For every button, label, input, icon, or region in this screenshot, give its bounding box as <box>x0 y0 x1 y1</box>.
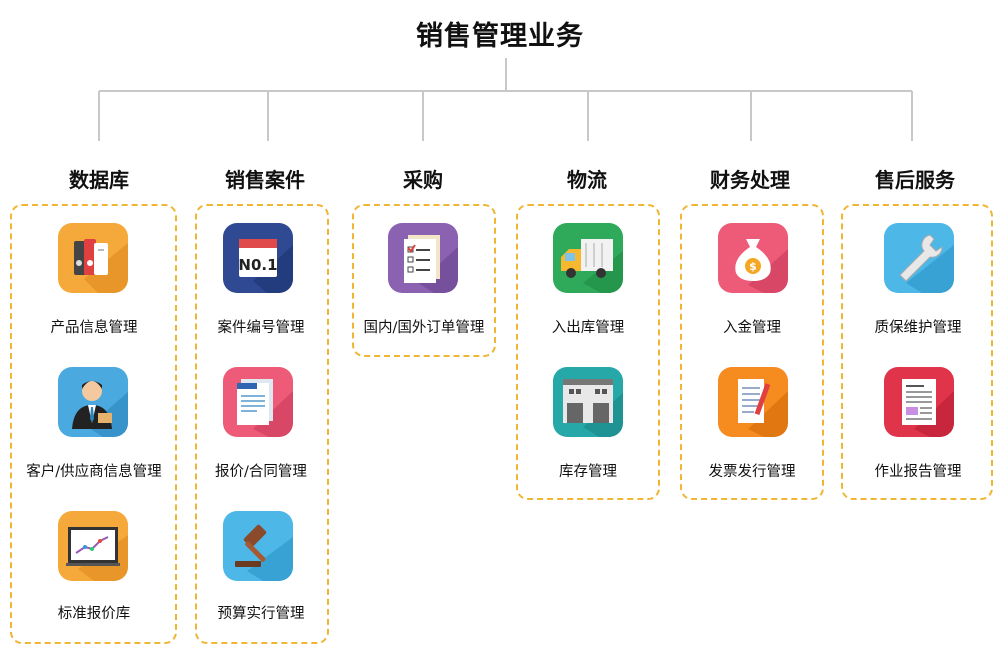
checklist-icon[interactable] <box>388 223 458 293</box>
item-label-case-number: 案件编号管理 <box>217 320 305 336</box>
group-sales-cases <box>195 204 329 644</box>
no1-calendar-icon[interactable]: N0.1 <box>223 223 293 293</box>
wrench-icon[interactable] <box>884 223 954 293</box>
warehouse-icon[interactable] <box>553 367 623 437</box>
page-title: 销售管理业务 <box>416 21 584 52</box>
item-label-product-info: 产品信息管理 <box>50 320 138 336</box>
group-after-sales <box>841 204 993 500</box>
svg-text:$: $ <box>749 260 757 273</box>
report-icon[interactable] <box>884 367 954 437</box>
item-label-customer-supplier: 客户/供应商信息管理 <box>26 464 162 480</box>
category-heading-database: 数据库 <box>69 168 129 192</box>
item-label-in-out-stock: 入出库管理 <box>551 320 625 336</box>
group-database <box>10 204 177 644</box>
item-label-inventory: 库存管理 <box>559 464 617 480</box>
item-label-quote-contract: 报价/合同管理 <box>215 464 307 480</box>
category-heading-after-sales: 售后服务 <box>875 168 955 192</box>
category-heading-logistics: 物流 <box>567 168 607 192</box>
svg-text:N0.1: N0.1 <box>238 256 277 274</box>
category-heading-purchasing: 采购 <box>403 168 443 192</box>
item-label-payment-received: 入金管理 <box>723 320 781 336</box>
group-purchasing <box>352 204 496 357</box>
money-bag-icon[interactable]: $ <box>718 223 788 293</box>
invoice-pen-icon[interactable] <box>718 367 788 437</box>
group-finance <box>680 204 824 500</box>
item-label-work-report: 作业报告管理 <box>874 464 962 480</box>
item-label-warranty-maintenance: 质保维护管理 <box>874 320 962 336</box>
item-label-invoice-issuance: 发票发行管理 <box>708 464 796 480</box>
line-chart-board-icon[interactable] <box>58 511 128 581</box>
item-label-standard-quote: 标准报价库 <box>57 606 131 622</box>
document-icon[interactable] <box>223 367 293 437</box>
item-label-budget-execution: 预算实行管理 <box>217 606 305 622</box>
category-heading-finance: 财务处理 <box>710 168 790 192</box>
item-label-domestic-foreign-orders: 国内/国外订单管理 <box>363 320 485 336</box>
gavel-icon[interactable] <box>223 511 293 581</box>
category-heading-sales-cases: 销售案件 <box>225 168 305 192</box>
binders-icon[interactable] <box>58 223 128 293</box>
truck-icon[interactable] <box>553 223 623 293</box>
group-logistics <box>516 204 660 500</box>
businessman-icon[interactable] <box>58 367 128 437</box>
